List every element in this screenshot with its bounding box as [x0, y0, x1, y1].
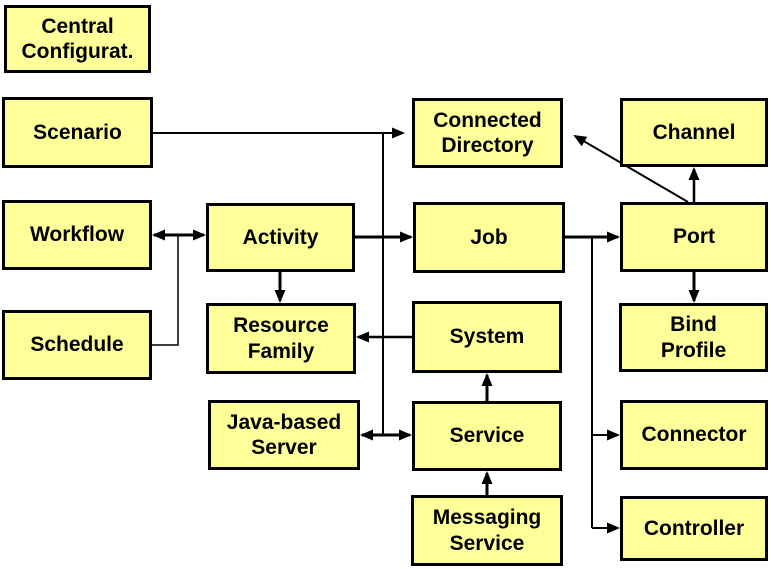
node-controller: Controller [620, 496, 768, 561]
node-messaging-service-label: Messaging Service [432, 506, 542, 555]
node-java-based-server: Java-based Server [208, 400, 360, 470]
node-connected-directory-label: Connected Directory [433, 108, 542, 157]
node-system-label: System [449, 325, 525, 349]
edge-schedule-link [152, 235, 179, 346]
node-workflow-label: Workflow [29, 223, 125, 247]
node-bind-profile: Bind Profile [619, 303, 768, 372]
node-service: Service [412, 401, 562, 471]
node-connector-label: Connector [641, 423, 747, 447]
node-resource-family-label: Resource Family [233, 314, 329, 363]
node-port: Port [620, 202, 768, 272]
node-port-label: Port [673, 225, 715, 249]
node-activity: Activity [206, 203, 355, 272]
node-workflow: Workflow [2, 200, 152, 270]
node-connected-directory: Connected Directory [412, 98, 563, 168]
node-schedule-label: Schedule [30, 333, 124, 357]
node-central-configuration: Central Configurat. [4, 5, 151, 73]
node-job-label: Job [470, 225, 508, 249]
node-system: System [412, 301, 562, 373]
node-service-label: Service [449, 424, 525, 448]
node-resource-family: Resource Family [206, 303, 356, 374]
edge-port-to-connected-directory [573, 134, 689, 203]
node-java-based-server-label: Java-based Server [226, 410, 342, 459]
node-channel: Channel [620, 98, 768, 167]
node-controller-label: Controller [643, 516, 745, 540]
node-bind-profile-label: Bind Profile [660, 313, 727, 362]
node-schedule: Schedule [2, 310, 152, 380]
node-channel-label: Channel [652, 120, 736, 144]
node-scenario-label: Scenario [33, 120, 122, 144]
node-central-configuration-label: Central Configurat. [21, 14, 134, 63]
node-scenario: Scenario [2, 97, 153, 168]
node-connector: Connector [620, 400, 768, 470]
node-messaging-service: Messaging Service [411, 495, 563, 566]
node-job: Job [413, 202, 565, 273]
node-activity-label: Activity [242, 225, 319, 249]
